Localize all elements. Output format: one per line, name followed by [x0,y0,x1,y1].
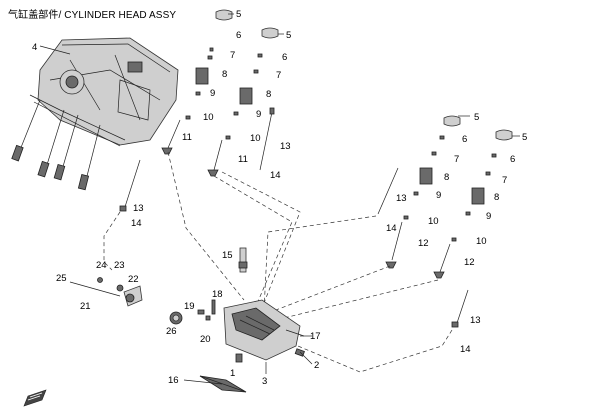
callout-6: 6 [236,30,241,41]
callout-21: 21 [80,301,91,312]
callout-14: 14 [386,223,397,234]
callout-4: 4 [32,42,37,53]
callout-6: 6 [510,154,515,165]
callout-7: 7 [276,70,281,81]
callout-22: 22 [128,274,139,285]
callout-14: 14 [270,170,281,181]
valve-stack-c [377,115,461,269]
callout-15: 15 [222,250,233,261]
left-small-parts [69,277,183,325]
callout-13: 13 [396,193,407,204]
callout-7: 7 [454,154,459,165]
callout-9: 9 [256,109,261,120]
callout-9: 9 [486,211,491,222]
callout-1: 1 [230,368,235,379]
callout-10: 10 [428,216,439,227]
callout-10: 10 [203,112,214,123]
callout-19: 19 [184,301,195,312]
callout-10: 10 [476,236,487,247]
callout-9: 9 [210,88,215,99]
callout-11: 11 [182,132,192,143]
callout-7: 7 [502,175,507,186]
head-gasket [199,375,247,393]
callout-24: 24 [96,260,107,271]
callout-labels: 4 5 6 7 8 9 10 11 5 6 7 8 9 10 11 13 14 … [32,9,527,387]
callout-8: 8 [494,192,499,203]
callout-5: 5 [236,9,241,20]
cylinder-head-cover [29,37,179,147]
callout-9: 9 [436,190,441,201]
assembly-dashed-lines [103,151,453,373]
leader-lines [39,13,520,385]
callout-18: 18 [212,289,223,300]
head-bolts [11,99,101,191]
callout-5: 5 [522,132,527,143]
callout-2: 2 [314,360,319,371]
callout-13: 13 [280,141,291,152]
callout-16: 16 [168,375,179,386]
callout-25: 25 [56,273,67,284]
spark-plug [238,247,248,273]
pushrod-left [119,159,141,212]
callout-6: 6 [462,134,467,145]
callout-23: 23 [114,260,125,271]
callout-10: 10 [250,133,261,144]
callout-14: 14 [131,218,142,229]
title-english: CYLINDER HEAD ASSY [64,10,177,21]
valve-stack-d [433,129,513,328]
callout-8: 8 [444,172,449,183]
callout-12: 12 [418,238,429,249]
callout-7: 7 [230,50,235,61]
title-chinese: 气缸盖部件 [8,10,59,21]
callout-26: 26 [166,326,177,337]
callout-5: 5 [286,30,291,41]
callout-13: 13 [133,203,144,214]
callout-6: 6 [282,52,287,63]
callout-11: 11 [238,154,248,165]
callout-5: 5 [474,112,479,123]
callout-17: 17 [310,331,321,342]
valve-stack-b [207,27,279,177]
cylinder-head [223,299,301,363]
callout-12: 12 [464,257,475,268]
callout-8: 8 [222,69,227,80]
callout-3: 3 [262,376,267,387]
callout-20: 20 [200,334,211,345]
title-separator: / [58,10,62,21]
callout-13: 13 [470,315,481,326]
diagram-title: 气缸盖部件/ CYLINDER HEAD ASSY [8,6,176,21]
logo-mark [23,389,47,407]
valve-stack-a [161,9,233,155]
callout-14: 14 [460,344,471,355]
callout-8: 8 [266,89,271,100]
